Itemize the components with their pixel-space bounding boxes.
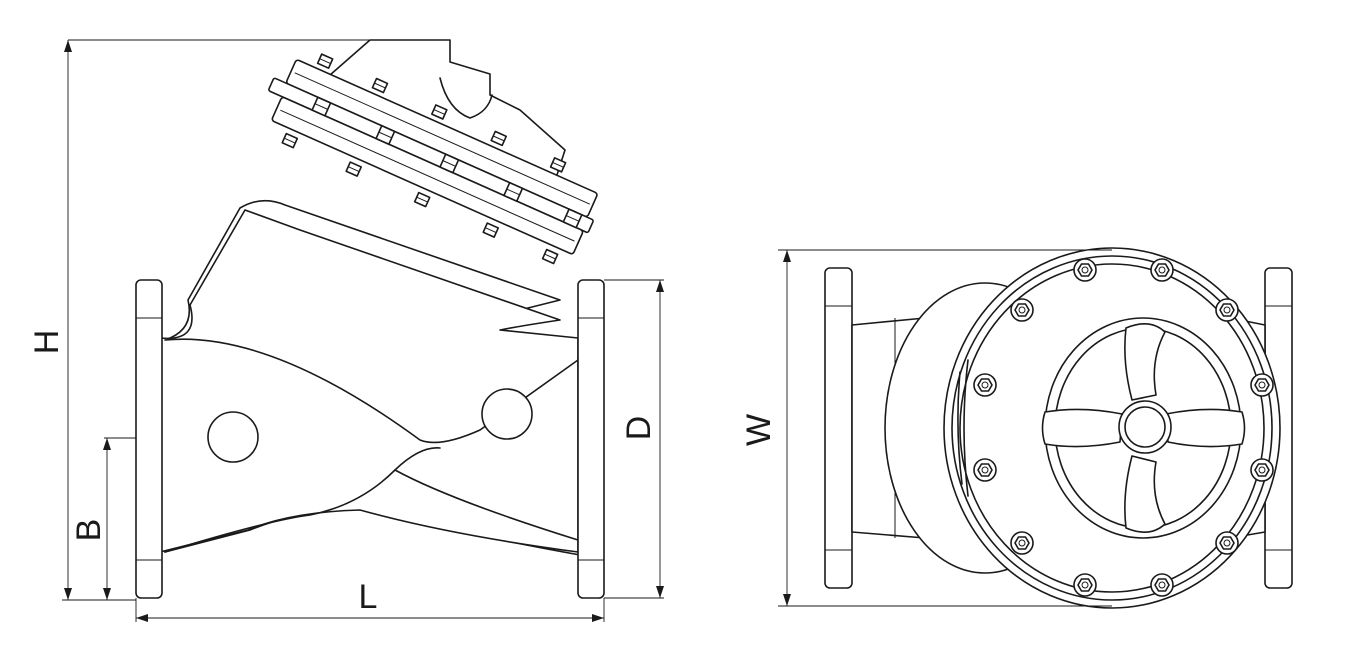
bonnet-flanges (268, 53, 598, 265)
dimension-d: D (604, 279, 664, 599)
bolt-icon (973, 373, 997, 397)
dimension-h: H (28, 39, 370, 601)
bolt-icon (1250, 458, 1274, 482)
handwheel (1041, 317, 1246, 539)
bolt-icon (1073, 573, 1097, 597)
bolt-icon (1073, 258, 1097, 282)
label-d: D (620, 416, 658, 441)
bolt-icon (1250, 373, 1274, 397)
flange-right (577, 279, 605, 599)
bolt-row-top (316, 53, 567, 173)
bolt-row-bottom (281, 132, 559, 265)
bolt-icon (1215, 298, 1239, 322)
bolt-row-middle (311, 96, 583, 229)
bolt-icon (1010, 531, 1034, 555)
boss-right (481, 388, 533, 440)
label-b: B (70, 519, 108, 542)
dimension-w: W (740, 249, 1112, 607)
dimension-l: L (135, 578, 605, 622)
bolt-icon (1010, 298, 1034, 322)
bolt-icon (973, 458, 997, 482)
bolt-icon (1150, 258, 1174, 282)
bolt-icon (1215, 531, 1239, 555)
label-l: L (359, 578, 378, 616)
label-w: W (740, 414, 778, 446)
body-main (159, 209, 579, 553)
flange-left (135, 279, 163, 599)
bolt-icon (1150, 573, 1174, 597)
label-h: H (28, 330, 66, 355)
boss-left (207, 411, 259, 463)
dimension-b: B (70, 437, 136, 600)
bolt-ring (973, 258, 1274, 597)
front-view: W (740, 247, 1293, 609)
hub (1118, 400, 1172, 454)
side-view: H B L D (28, 39, 664, 622)
